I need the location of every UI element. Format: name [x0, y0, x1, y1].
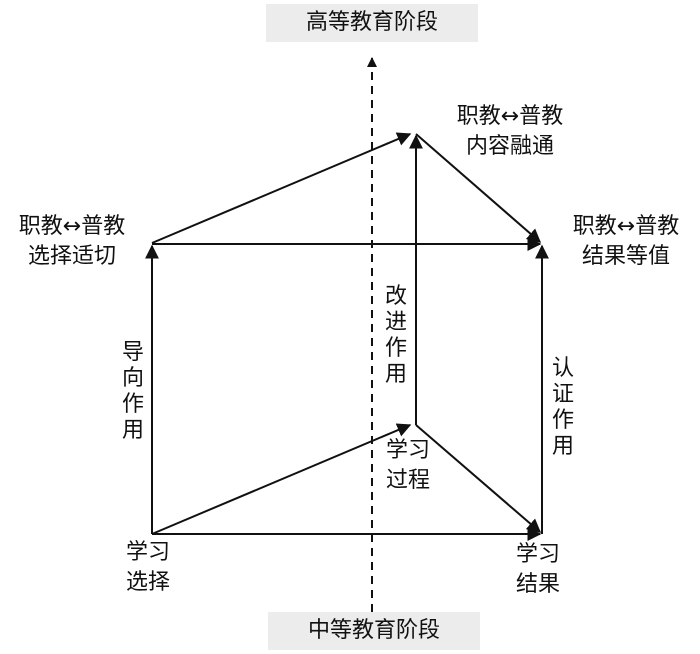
node-choice-top: 职教↔普教 选择适切: [2, 212, 142, 272]
node-content-top-line1: 职教↔普教: [456, 104, 564, 129]
node-choice-top-line1: 职教↔普教: [18, 214, 126, 239]
edge-label-guide: 导向作用: [121, 340, 144, 443]
node-process-bottom-line2: 过程: [386, 468, 431, 493]
edge-choice-to-content-top: [151, 132, 412, 244]
node-process-bottom-line1: 学习: [386, 438, 431, 463]
node-choice-bottom-line1: 学习: [126, 540, 171, 565]
node-content-top: 职教↔普教 内容融通: [440, 102, 580, 162]
edge-choice-to-process-bottom: [151, 423, 412, 535]
edge-process-to-result-bottom: [415, 424, 542, 533]
edge-content-to-result-top: [415, 133, 542, 243]
node-content-top-line2: 内容融通: [465, 134, 554, 159]
node-result-bottom-line2: 结果: [516, 572, 561, 597]
node-choice-bottom-line2: 选择: [126, 570, 171, 595]
node-process-bottom: 学习 过程: [386, 436, 430, 496]
node-result-bottom-line1: 学习: [516, 542, 561, 567]
node-result-bottom: 学习 结果: [516, 540, 560, 600]
higher-education-stage-label: 高等教育阶段: [266, 4, 478, 42]
node-choice-bottom: 学习 选择: [126, 538, 170, 598]
node-result-top: 职教↔普教 结果等值: [556, 212, 696, 272]
secondary-education-stage-label: 中等教育阶段: [268, 612, 480, 650]
edge-label-improve: 改进作用: [384, 284, 407, 387]
node-choice-top-line2: 选择适切: [27, 244, 116, 269]
node-result-top-line2: 结果等值: [581, 244, 670, 269]
node-result-top-line1: 职教↔普教: [572, 214, 680, 239]
edge-label-certify: 认证作用: [551, 356, 574, 459]
